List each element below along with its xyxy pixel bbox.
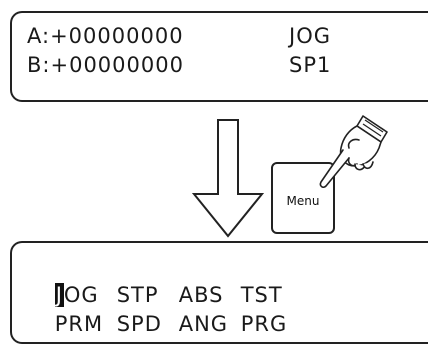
menu-item-prg: PRG	[240, 312, 288, 336]
menu-item-tst: TST	[240, 283, 283, 307]
down-arrow-icon	[191, 119, 265, 238]
display-line-a: A:+00000000	[27, 24, 184, 48]
menu-item-jog-rest: OG	[63, 283, 99, 307]
menu-item-prm: PRM	[54, 312, 104, 336]
display-mode: JOG	[289, 24, 331, 48]
menu-button-label: Menu	[286, 194, 320, 208]
menu-item-stp: STP	[116, 283, 159, 307]
menu-cursor: J	[54, 283, 64, 307]
menu-item-abs: ABS	[178, 283, 224, 307]
menu-item-jog: JOG	[54, 283, 117, 307]
top-display-panel: A:+00000000 B:+00000000 JOG SP1	[10, 11, 428, 102]
menu-button[interactable]: Menu	[271, 162, 335, 234]
display-speed: SP1	[289, 53, 332, 77]
menu-row-2: PRM SPD ANG PRG	[24, 293, 301, 356]
menu-item-spd: SPD	[116, 312, 162, 336]
menu-item-ang: ANG	[178, 312, 229, 336]
pointing-hand-icon	[319, 115, 388, 189]
display-line-b: B:+00000000	[27, 53, 184, 77]
